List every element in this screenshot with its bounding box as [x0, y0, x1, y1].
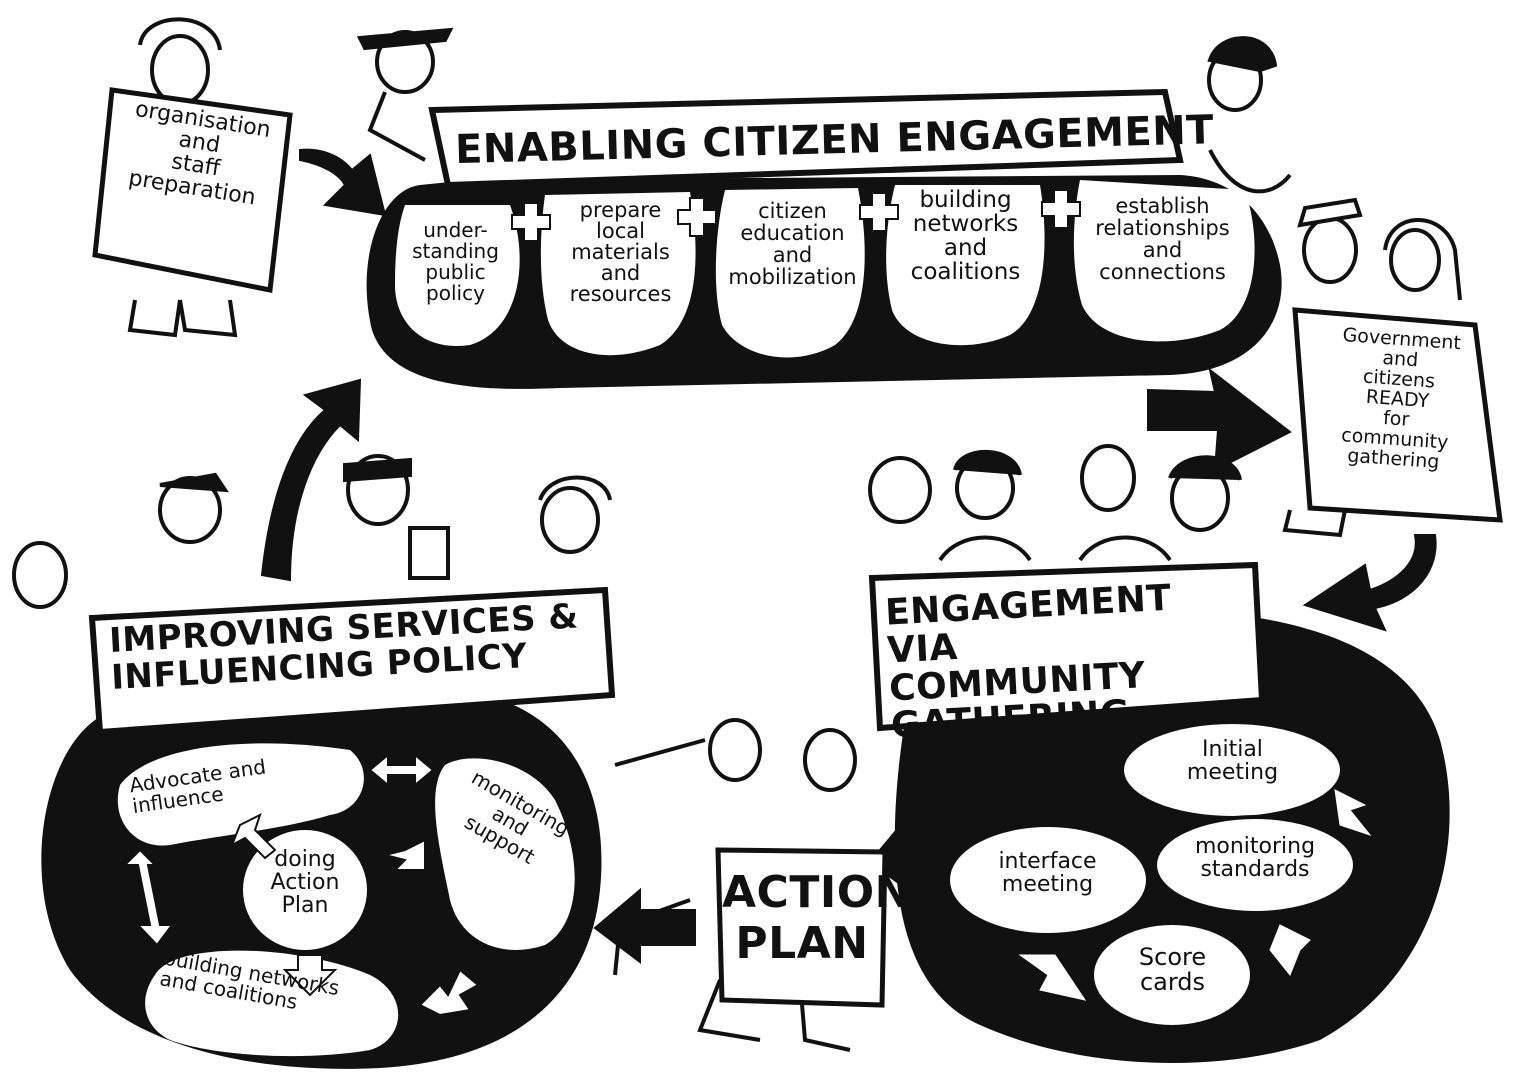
- arrow-icon: [1302, 534, 1437, 632]
- activity-understanding-public-policy: under- standing public policy: [412, 218, 499, 305]
- person-head: [1302, 216, 1358, 284]
- item-bubble: [117, 743, 364, 846]
- right-section: [868, 561, 1450, 1063]
- right-sign-board: [1292, 307, 1503, 523]
- petal-4: [886, 185, 1045, 346]
- right-banner-box: [868, 561, 1266, 732]
- step-monitoring-standards: monitoring standards: [1194, 834, 1316, 883]
- arrow-icon: [260, 378, 362, 582]
- top-section: [366, 88, 1282, 389]
- left-banner-box: [88, 586, 616, 736]
- arrow-icon: [122, 848, 174, 947]
- activity-establish-relationships: establish relationships and connections: [1095, 194, 1230, 285]
- item-bubble: [145, 950, 399, 1057]
- petal-5: [1073, 180, 1255, 342]
- person-head: [12, 541, 68, 609]
- arrow-icon: [1334, 789, 1372, 837]
- petal-1: [395, 205, 520, 346]
- arrow-icon: [1147, 367, 1292, 472]
- activity-citizen-education: citizen education and mobilization: [728, 199, 857, 290]
- arrow-icon: [368, 752, 435, 788]
- person-head: [1080, 444, 1136, 512]
- plus-icon: [511, 189, 1081, 242]
- people-illustrations: [12, 17, 1462, 1052]
- item-doing-action-plan: doing Action Plan: [270, 847, 340, 919]
- right-banner-title: ENGAGEMENT VIA COMMUNITY GATHERING: [884, 577, 1173, 747]
- item-bubble: [435, 758, 575, 950]
- arrow-icon: [1269, 924, 1311, 976]
- step-score-cards: Score cards: [1138, 943, 1207, 997]
- step-bubble: [946, 823, 1150, 937]
- arrow-icon: [418, 968, 480, 1017]
- person-head: [708, 718, 762, 782]
- top-banner-box: [428, 88, 1184, 189]
- petal-3: [715, 188, 865, 358]
- arrow-icon: [1018, 954, 1087, 1001]
- arrow-icon: [230, 813, 277, 860]
- person-head: [803, 728, 857, 792]
- person-head: [150, 34, 210, 106]
- step-initial-meeting: Initial meeting: [1186, 737, 1279, 786]
- arrow-icon: [282, 954, 338, 997]
- person-head: [540, 486, 600, 554]
- step-bubble: [1090, 921, 1254, 1029]
- arrow-icon: [384, 838, 426, 871]
- arrow-icon: [299, 148, 387, 217]
- item-bubble: [243, 830, 367, 950]
- right-sign-text: Government and citizens READY for commun…: [1340, 324, 1462, 473]
- petal-2: [540, 192, 696, 356]
- action-plan-sign-text: ACTION PLAN: [722, 867, 912, 969]
- activity-building-networks: building networks and coalitions: [910, 187, 1021, 286]
- action-plan-board: [715, 847, 888, 1008]
- step-interface-meeting: interface meeting: [998, 849, 1097, 898]
- left-sign-board: [92, 87, 293, 293]
- person-head: [1389, 228, 1441, 292]
- left-section: [41, 586, 616, 1069]
- step-bubble: [1153, 815, 1357, 915]
- activity-prepare-local-materials: prepare local materials and resources: [569, 198, 672, 306]
- person-head: [868, 456, 932, 524]
- arrow-icon: [593, 887, 696, 965]
